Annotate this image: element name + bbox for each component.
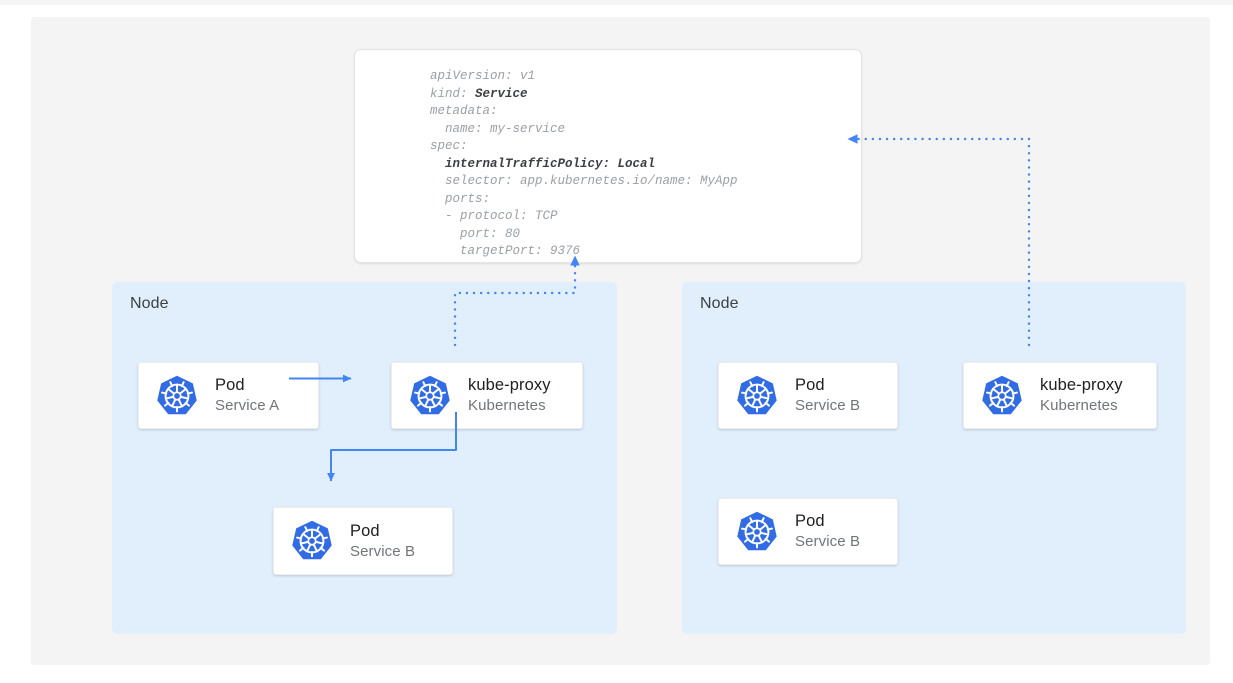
service-manifest-card: apiVersion: v1 kind: Service metadata: n…	[354, 49, 862, 263]
card-title: Pod	[350, 521, 380, 540]
kubernetes-icon	[980, 374, 1024, 418]
kubernetes-icon	[155, 374, 199, 418]
service-manifest-code: apiVersion: v1 kind: Service metadata: n…	[430, 69, 738, 258]
top-strip	[0, 0, 1233, 5]
kubernetes-icon	[735, 510, 779, 554]
card-subtitle: Service B	[350, 542, 416, 560]
card-title: kube-proxy	[468, 376, 551, 394]
card-kube-proxy-left[interactable]: kube-proxy Kubernetes	[391, 362, 583, 429]
node-label-left: Node	[130, 295, 169, 312]
card-subtitle: Kubernetes	[468, 397, 546, 414]
card-subtitle: Service B	[795, 533, 861, 550]
card-pod-service-b-right-top[interactable]: Pod Service B	[718, 362, 898, 429]
card-title: Pod	[215, 376, 245, 394]
node-box-right: Node	[682, 282, 1186, 634]
node-box-left: Node	[112, 282, 617, 634]
card-subtitle: Kubernetes	[1040, 397, 1118, 414]
kubernetes-icon	[408, 374, 452, 418]
card-title: Pod	[795, 376, 825, 394]
card-pod-service-b-right-bottom[interactable]: Pod Service B	[718, 498, 898, 565]
card-pod-service-b-left[interactable]: Pod Service B	[273, 507, 453, 575]
card-pod-service-a[interactable]: Pod Service A	[138, 362, 319, 429]
diagram-canvas: apiVersion: v1 kind: Service metadata: n…	[31, 17, 1210, 665]
kubernetes-icon	[290, 519, 334, 563]
card-kube-proxy-right[interactable]: kube-proxy Kubernetes	[963, 362, 1157, 429]
card-subtitle: Service B	[795, 397, 861, 414]
card-title: kube-proxy	[1040, 376, 1123, 394]
card-title: Pod	[795, 512, 825, 530]
kubernetes-icon	[735, 374, 779, 418]
node-label-right: Node	[700, 295, 739, 312]
card-subtitle: Service A	[215, 397, 280, 414]
